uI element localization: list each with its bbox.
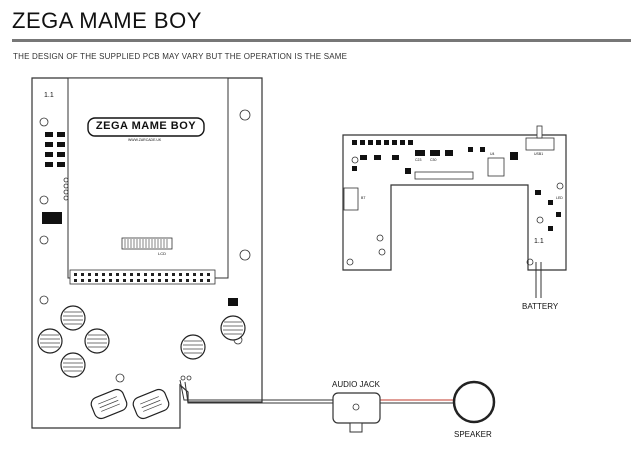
audio-wires — [179, 379, 455, 404]
lcd-label: LCD — [158, 251, 167, 256]
main-pcb-version: 1.1 — [44, 92, 54, 99]
c23-label: C23 — [415, 158, 422, 162]
page-subtitle: THE DESIGN OF THE SUPPLIED PCB MAY VARY … — [13, 52, 348, 61]
usb-label: USB1 — [534, 152, 544, 156]
u4-label: U4 — [490, 152, 495, 156]
speaker — [452, 380, 496, 424]
page-title: ZEGA MAME BOY — [12, 8, 202, 33]
secondary-pcb — [342, 125, 567, 271]
secondary-pcb-version: 1.1 — [534, 238, 544, 245]
main-pcb — [31, 77, 263, 429]
bt-label: BT — [361, 196, 366, 200]
speaker-label: SPEAKER — [454, 430, 492, 439]
audio-jack — [332, 392, 381, 433]
screen-url-label: WWW.ZARCADE.UK — [128, 138, 162, 142]
battery-wires — [535, 262, 542, 298]
screen-brand-label: ZEGA MAME BOY — [95, 120, 197, 132]
audio-jack-label: AUDIO JACK — [332, 380, 381, 389]
c30-label: C30 — [430, 158, 437, 162]
title-divider — [12, 39, 631, 42]
battery-label: BATTERY — [522, 302, 559, 311]
led-label: LED — [556, 196, 563, 200]
